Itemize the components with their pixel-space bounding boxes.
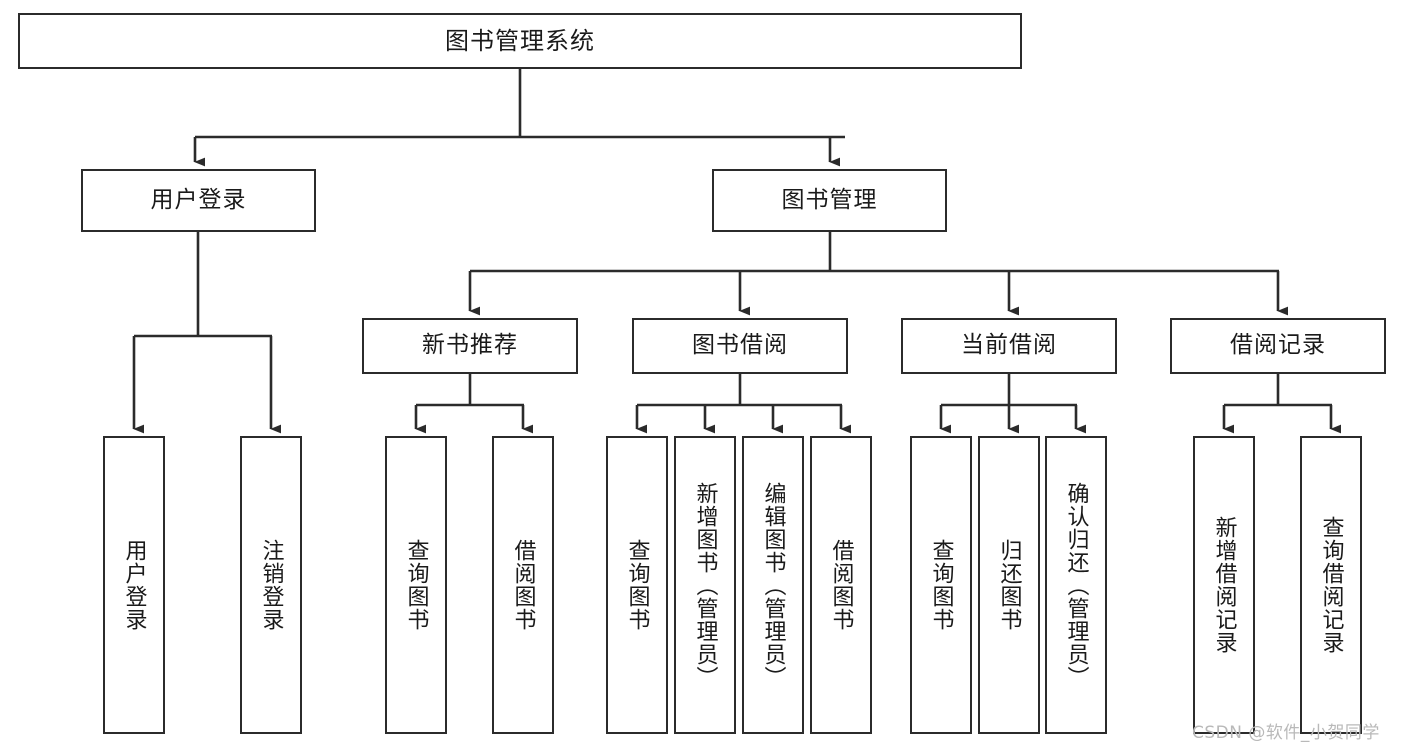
- node-user-login-label: 用户登录: [150, 186, 247, 213]
- node-new-book-recommend[interactable]: 新书推荐: [362, 318, 578, 374]
- node-leaf-edit-book[interactable]: 编辑图书（管理员）: [742, 436, 804, 734]
- node-leaf-confirm-return[interactable]: 确认归还（管理员）: [1045, 436, 1107, 734]
- node-leaf-borrow-book-1[interactable]: 借阅图书: [492, 436, 554, 734]
- node-leaf-add-book-label: 新增图书（管理员）: [692, 481, 718, 689]
- node-leaf-query-book-3-label: 查询图书: [928, 539, 954, 631]
- node-leaf-query-book-1[interactable]: 查询图书: [385, 436, 447, 734]
- node-leaf-query-record-label: 查询借阅记录: [1318, 516, 1344, 654]
- node-leaf-add-book[interactable]: 新增图书（管理员）: [674, 436, 736, 734]
- node-leaf-borrow-book-2[interactable]: 借阅图书: [810, 436, 872, 734]
- node-root-label: 图书管理系统: [445, 26, 595, 55]
- node-leaf-user-logout-label: 注销登录: [258, 539, 284, 631]
- node-leaf-user-logout[interactable]: 注销登录: [240, 436, 302, 734]
- node-leaf-return-book-label: 归还图书: [996, 539, 1022, 631]
- node-leaf-add-record-label: 新增借阅记录: [1211, 516, 1237, 654]
- node-leaf-user-login-label: 用户登录: [121, 539, 147, 631]
- node-book-borrow-label: 图书借阅: [692, 332, 788, 359]
- node-leaf-query-book-1-label: 查询图书: [403, 539, 429, 631]
- node-leaf-borrow-book-1-label: 借阅图书: [510, 539, 536, 631]
- node-leaf-borrow-book-2-label: 借阅图书: [828, 539, 854, 631]
- node-leaf-query-book-2-label: 查询图书: [624, 539, 650, 631]
- node-leaf-query-book-3[interactable]: 查询图书: [910, 436, 972, 734]
- node-borrow-record-label: 借阅记录: [1230, 332, 1326, 359]
- node-current-borrow-label: 当前借阅: [961, 332, 1057, 359]
- node-new-book-recommend-label: 新书推荐: [422, 332, 518, 359]
- node-leaf-confirm-return-label: 确认归还（管理员）: [1063, 481, 1089, 689]
- node-user-login[interactable]: 用户登录: [81, 169, 316, 232]
- node-book-borrow[interactable]: 图书借阅: [632, 318, 848, 374]
- node-book-manage[interactable]: 图书管理: [712, 169, 947, 232]
- node-borrow-record[interactable]: 借阅记录: [1170, 318, 1386, 374]
- node-current-borrow[interactable]: 当前借阅: [901, 318, 1117, 374]
- node-root[interactable]: 图书管理系统: [18, 13, 1022, 69]
- node-leaf-query-record[interactable]: 查询借阅记录: [1300, 436, 1362, 734]
- node-leaf-add-record[interactable]: 新增借阅记录: [1193, 436, 1255, 734]
- node-leaf-query-book-2[interactable]: 查询图书: [606, 436, 668, 734]
- node-leaf-edit-book-label: 编辑图书（管理员）: [760, 481, 786, 689]
- node-leaf-user-login[interactable]: 用户登录: [103, 436, 165, 734]
- csdn-watermark: CSDN @软件_小贺同学: [1192, 723, 1380, 743]
- node-book-manage-label: 图书管理: [781, 186, 878, 213]
- node-leaf-return-book[interactable]: 归还图书: [978, 436, 1040, 734]
